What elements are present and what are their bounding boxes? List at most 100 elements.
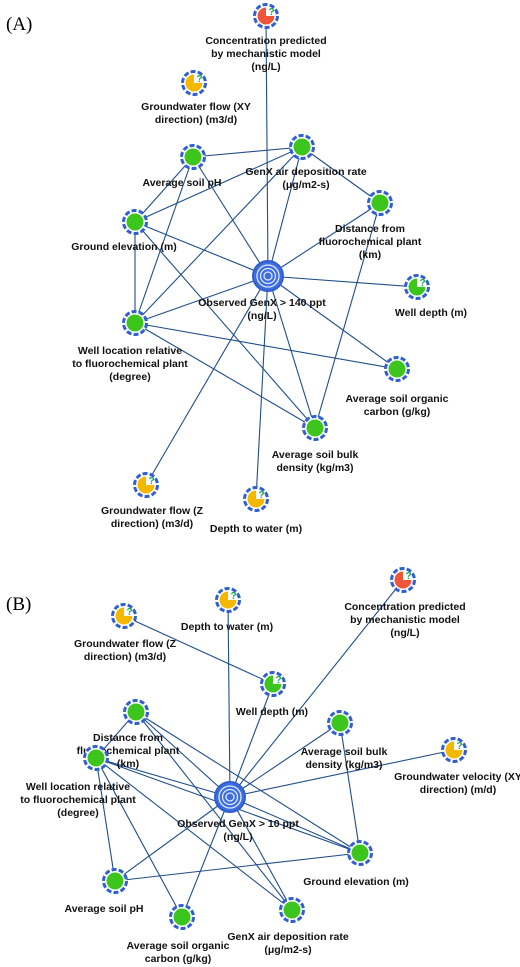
node-b-elev-label-line: Ground elevation (m) <box>303 876 409 888</box>
node-a-carbon-label-line: Average soil organic <box>346 393 449 405</box>
node-b-elev-fill <box>351 844 369 862</box>
edge-target-well <box>267 275 418 288</box>
node-a-dist[interactable] <box>367 190 393 216</box>
node-b-dtw-unknown-quadrant <box>228 591 237 600</box>
node-b-carbon-fill <box>173 908 191 926</box>
question-mark-icon: ? <box>231 591 237 602</box>
node-b-air-label-line: (μg/m2-s) <box>264 944 311 956</box>
question-mark-icon: ? <box>149 476 155 487</box>
edge-loc-carbon <box>134 322 398 370</box>
node-b-conc-label-line: by mechanistic model <box>350 614 460 626</box>
node-a-carbon-fill <box>388 360 406 378</box>
node-b-ph-label: Average soil pH <box>65 903 144 915</box>
node-a-loc-label-line: to fluorochemical plant <box>72 358 188 370</box>
node-b-elev[interactable] <box>347 840 373 866</box>
panel-b-label: (B) <box>6 594 31 615</box>
node-a-gwxy[interactable]: ? <box>181 70 207 96</box>
target-node-a-label-line: Observed GenX > 140 ppt <box>198 297 326 309</box>
edge-loc-ph <box>95 757 116 882</box>
node-a-conc-unknown-quadrant <box>266 7 275 16</box>
node-a-conc-label-line: Concentration predicted <box>205 35 326 47</box>
edge-target-loc <box>134 275 269 324</box>
node-b-loc-label-line: (degree) <box>57 807 98 819</box>
node-a-air-label: GenX air deposition rate(μg/m2-s) <box>245 166 367 191</box>
edge-target-bulk <box>267 275 316 429</box>
node-a-carbon-label-line: carbon (g/kg) <box>364 406 431 418</box>
node-b-conc[interactable]: ? <box>390 567 416 593</box>
node-b-dtw[interactable]: ? <box>215 587 241 613</box>
node-a-bulk[interactable] <box>302 415 328 441</box>
node-b-well-label-line: Well depth (m) <box>236 706 308 718</box>
node-b-bulk[interactable] <box>327 710 353 736</box>
node-b-carbon-label-line: carbon (g/kg) <box>145 953 212 965</box>
panel-a-edges <box>134 15 418 500</box>
edge-target-gwz <box>145 275 269 486</box>
node-a-gwz[interactable]: ? <box>133 472 159 498</box>
node-a-loc[interactable] <box>122 310 148 336</box>
node-b-carbon[interactable] <box>169 904 195 930</box>
question-mark-icon: ? <box>420 278 426 289</box>
node-b-air[interactable] <box>279 897 305 923</box>
question-mark-icon: ? <box>406 571 412 582</box>
edge-dist-bulk <box>314 202 381 429</box>
node-b-dist-label-line: (km) <box>117 758 139 770</box>
edge-elev-bulk <box>134 221 316 429</box>
node-b-gwv[interactable]: ? <box>441 737 467 763</box>
node-a-dtw-label-line: Depth to water (m) <box>210 523 302 535</box>
node-b-well-unknown-quadrant <box>273 675 282 684</box>
node-b-well[interactable]: ? <box>260 671 286 697</box>
question-mark-icon: ? <box>269 7 275 18</box>
node-b-dist-label-line: Distance from <box>93 732 163 744</box>
node-a-air[interactable] <box>289 134 315 160</box>
node-a-well[interactable]: ? <box>404 274 430 300</box>
node-a-ph[interactable] <box>180 144 206 170</box>
target-node-b[interactable] <box>214 781 246 813</box>
node-b-gwz[interactable]: ? <box>111 603 137 629</box>
node-a-carbon[interactable] <box>384 356 410 382</box>
node-a-bulk-label-line: density (kg/m3) <box>276 462 353 474</box>
target-node-a-label-line: (ng/L) <box>247 310 276 322</box>
edge-target-dist <box>267 202 381 277</box>
node-b-air-fill <box>283 901 301 919</box>
node-a-ph-label-line: Average soil pH <box>143 177 222 189</box>
edge-target-dtw <box>255 275 269 500</box>
edge-loc-air <box>95 757 293 911</box>
node-b-dist[interactable] <box>123 699 149 725</box>
node-b-well-label: Well depth (m) <box>236 706 308 718</box>
node-a-dtw[interactable]: ? <box>243 486 269 512</box>
node-a-dist-fill <box>371 194 389 212</box>
target-node-b-label-line: Observed GenX > 10 ppt <box>177 818 299 830</box>
edge-air-dist <box>301 146 381 204</box>
node-b-loc[interactable] <box>83 745 109 771</box>
edge-target-carbon <box>181 796 231 918</box>
node-b-carbon-label-line: Average soil organic <box>127 940 230 952</box>
question-mark-icon: ? <box>197 74 203 85</box>
node-b-bulk-label-line: Average soil bulk <box>301 746 388 758</box>
node-b-conc-unknown-quadrant <box>403 571 412 580</box>
node-a-gwz-label-line: direction) (m3/d) <box>111 518 193 530</box>
target-node-a[interactable] <box>252 260 284 292</box>
question-mark-icon: ? <box>457 741 463 752</box>
question-mark-icon: ? <box>127 607 133 618</box>
node-a-elev-fill <box>126 213 144 231</box>
node-a-dtw-label: Depth to water (m) <box>210 523 302 535</box>
node-a-elev[interactable] <box>122 209 148 235</box>
node-b-ph[interactable] <box>102 868 128 894</box>
node-a-bulk-label-line: Average soil bulk <box>272 449 359 461</box>
node-a-well-unknown-quadrant <box>417 278 426 287</box>
node-a-ph-label: Average soil pH <box>143 177 222 189</box>
edge-ph-elev <box>114 852 361 882</box>
node-a-gwxy-unknown-quadrant <box>194 74 203 83</box>
node-a-conc[interactable]: ? <box>253 3 279 29</box>
node-a-air-label-line: (μg/m2-s) <box>282 179 329 191</box>
node-b-air-label: GenX air deposition rate(μg/m2-s) <box>227 931 349 956</box>
target-node-a-ring-0 <box>256 264 280 288</box>
edge-target-conc <box>265 15 269 277</box>
target-node-a-label: Observed GenX > 140 ppt(ng/L) <box>198 297 326 322</box>
edge-target-loc <box>95 757 231 798</box>
